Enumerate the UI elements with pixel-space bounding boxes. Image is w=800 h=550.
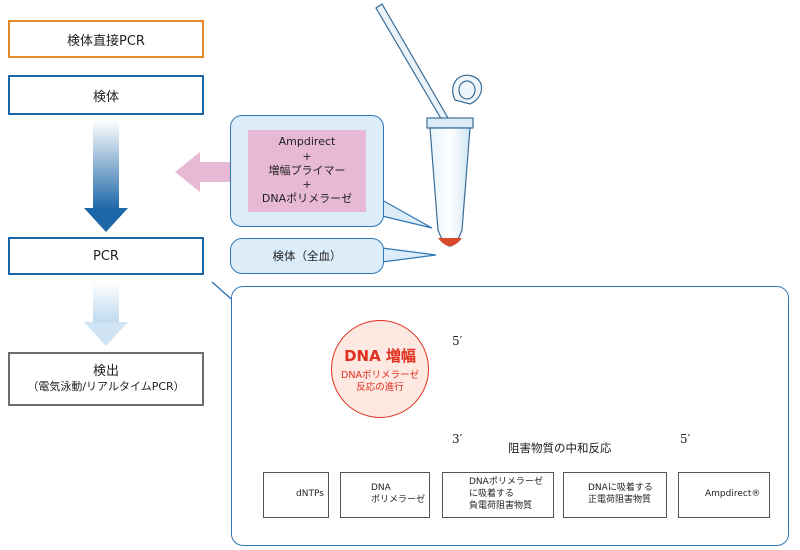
tube-icon xyxy=(426,74,483,247)
legend-pos-label: DNAに吸着する 正電荷阻害物質 xyxy=(588,483,653,506)
reagent-arrow xyxy=(175,152,248,192)
legend-neg-label: DNAポリメラーゼ に吸着する 負電荷阻害物質 xyxy=(469,477,543,512)
amplification-subtitle-line2: 反応の進行 xyxy=(356,381,404,393)
legend-neg-line2: に吸着する xyxy=(469,489,515,500)
reagent-primer: 増幅プライマー xyxy=(268,163,346,177)
down-arrow-to-detect xyxy=(84,282,128,346)
pipette-icon xyxy=(375,3,449,123)
legend-pos-inhibitor: DNAに吸着する 正電荷阻害物質 xyxy=(563,472,667,518)
flow-pcr-box: PCR xyxy=(8,237,204,275)
callout-tail-reagent xyxy=(381,199,433,229)
flow-detect-box: 検出 （電気泳動/リアルタイムPCR） xyxy=(8,352,204,406)
legend-dntps: dNTPs xyxy=(263,472,329,518)
flow-sample-label: 検体 xyxy=(92,89,119,105)
amplification-title: DNA 増幅 xyxy=(344,346,416,365)
flow-pcr-label: PCR xyxy=(93,248,119,264)
flow-title: 検体直接PCR xyxy=(67,33,145,49)
flow-detect-label: 検出 xyxy=(92,363,119,379)
legend-dntps-label: dNTPs xyxy=(296,489,324,500)
reagent-ampdirect: Ampdirect xyxy=(278,135,336,149)
reagent-plus-1: + xyxy=(302,149,312,163)
legend-neg-inhibitor: DNAポリメラーゼ に吸着する 負電荷阻害物質 xyxy=(442,472,554,518)
legend-pos-line1: DNAに吸着する xyxy=(588,483,653,494)
down-arrow-to-pcr xyxy=(84,120,128,232)
flow-sample-box: 検体 xyxy=(8,75,204,115)
legend-neg-line3: 負電荷阻害物質 xyxy=(469,500,533,511)
reagent-box: Ampdirect + 増幅プライマー + DNAポリメラーゼ xyxy=(248,130,366,212)
legend-pos-line2: 正電荷阻害物質 xyxy=(588,495,652,505)
flow-title-box: 検体直接PCR xyxy=(8,20,204,58)
blood-callout: 検体（全血） xyxy=(230,238,384,274)
strand-top-5-label: 5′ xyxy=(452,334,463,348)
blood-label: 検体（全血） xyxy=(272,249,342,263)
legend-polymerase-label: DNA ポリメラーゼ xyxy=(371,483,425,506)
callout-tail-blood xyxy=(381,247,437,263)
legend-polymerase: DNA ポリメラーゼ xyxy=(340,472,430,518)
flow-detect-sub: （電気泳動/リアルタイムPCR） xyxy=(27,380,185,394)
legend-polymerase-line1: DNA xyxy=(371,483,391,494)
amplification-subtitle: DNAポリメラーゼ 反応の進行 xyxy=(341,370,419,394)
legend-ampdirect-label: Ampdirect® xyxy=(705,489,761,500)
legend-neg-line1: DNAポリメラーゼ xyxy=(469,477,543,488)
legend-polymerase-line2: ポリメラーゼ xyxy=(371,495,426,505)
reaction-label: 阻害物質の中和反応 xyxy=(508,441,612,455)
reagent-plus-2: + xyxy=(302,178,312,192)
amplification-subtitle-line1: DNAポリメラーゼ xyxy=(341,369,419,381)
reagent-polymerase: DNAポリメラーゼ xyxy=(261,192,353,206)
strand-bottom-5-label: 5′ xyxy=(680,432,691,446)
legend-ampdirect: Ampdirect® xyxy=(678,472,770,518)
strand-bottom-3-label: 3′ xyxy=(452,432,463,446)
amplification-circle: DNA 増幅 DNAポリメラーゼ 反応の進行 xyxy=(331,320,429,418)
